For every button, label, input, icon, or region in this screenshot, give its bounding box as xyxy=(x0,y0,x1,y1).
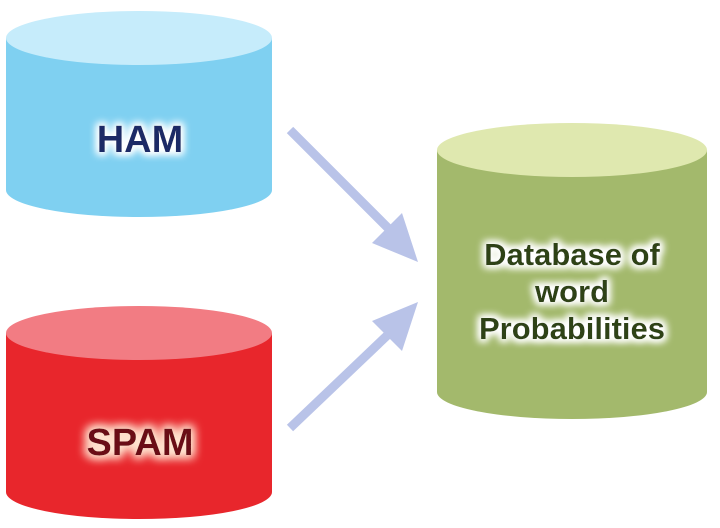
database-label-line-3: Probabilities xyxy=(479,311,665,346)
arrow-ham-to-db xyxy=(286,126,418,262)
ham-cylinder-body xyxy=(6,38,272,217)
database-label-line-1: Database of xyxy=(484,237,660,272)
database-cylinder-top xyxy=(437,123,707,177)
ham-cylinder-top xyxy=(6,11,272,65)
database-cylinder: Database of word Probabilities xyxy=(437,123,707,419)
spam-cylinder-top xyxy=(6,306,272,360)
database-cylinder-body xyxy=(437,150,707,419)
spam-cylinder-body xyxy=(6,333,272,519)
spam-cylinder: SPAM xyxy=(6,306,272,519)
arrow-spam-to-db xyxy=(286,302,418,432)
ham-cylinder: HAM xyxy=(6,11,272,217)
spam-label: SPAM xyxy=(87,422,194,464)
ham-label: HAM xyxy=(97,119,184,161)
database-label-line-2: word xyxy=(534,274,609,309)
